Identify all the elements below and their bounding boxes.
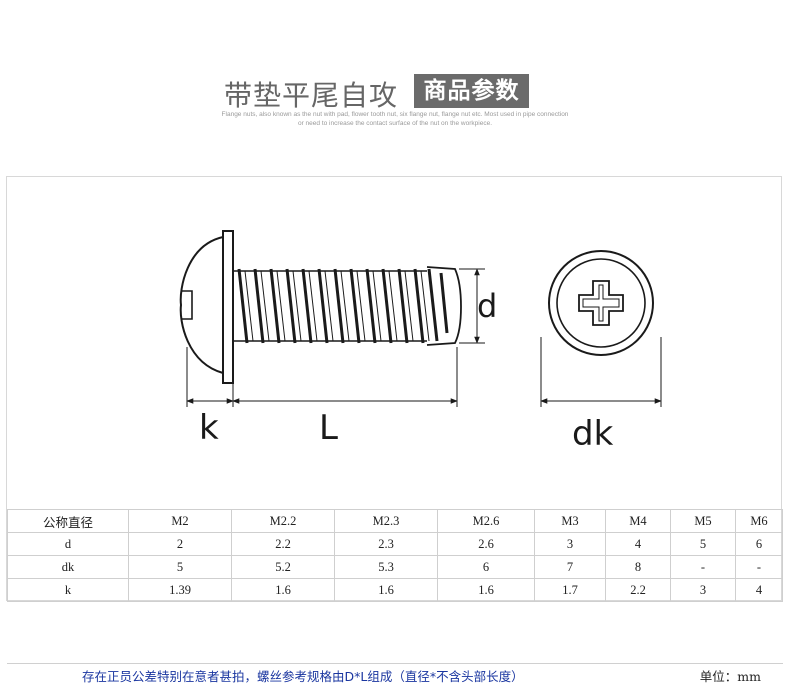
table-cell: 8 [605,555,671,579]
table-cell: 4 [605,532,671,556]
spec-panel: d k L dk 存在正员公差特别在意者甚拍，螺丝参考规格由D*L组成（直径*不… [6,176,783,684]
screw-drawing: d k L dk [179,230,662,454]
subtitle-line-1: Flange nuts, also known as the nut with … [221,111,569,118]
subtitle: Flange nuts, also known as the nut with … [190,110,600,128]
table-row: dk 5 5.2 5.3 6 7 8 - - [7,555,783,579]
table-header-cell: M3 [534,509,606,533]
screw-tip [426,266,462,346]
table-cell: 7 [534,555,606,579]
table-header-cell: M4 [605,509,671,533]
table-cell: 5.2 [231,555,335,579]
subtitle-line-2: or need to increase the contact surface … [297,120,493,127]
spec-table: 公称直径 M2 M2.2 M2.3 M2.6 M3 M4 M5 M6 d 2 2… [7,509,783,602]
table-header-cell: M2 [128,509,232,533]
notice-row: 存在正员公差特别在意者甚拍，螺丝参考规格由D*L组成（直径*不含头部长度） 单位… [7,663,783,686]
table-row: d 2 2.2 2.3 2.6 3 4 5 6 [7,532,783,556]
label-L: L [319,408,338,448]
head-outer-circle [548,250,654,356]
phillips-cross [578,280,624,326]
label-dk: dk [572,414,614,454]
table-cell: 5.3 [334,555,438,579]
notice-text: 存在正员公差特别在意者甚拍，螺丝参考规格由D*L组成（直径*不含头部长度） [82,669,524,684]
unit-label: 单位：mm [699,669,761,684]
table-cell: 2.2 [605,578,671,602]
table-row: k 1.39 1.6 1.6 1.6 1.7 2.2 3 4 [7,578,783,602]
header: 带垫平尾自攻 商品参数 Flange nuts, also known as t… [0,0,790,140]
table-cell: 2 [128,532,232,556]
head-slot [181,290,193,320]
table-cell: k [7,578,129,602]
thread-lines [237,268,449,344]
table-cell: 5 [670,532,736,556]
table-cell: 1.7 [534,578,606,602]
table-header-cell: M6 [735,509,783,533]
table-cell: 2.2 [231,532,335,556]
table-header-cell: M2.6 [437,509,535,533]
table-cell: - [735,555,783,579]
table-cell: dk [7,555,129,579]
table-cell: 6 [735,532,783,556]
table-cell: d [7,532,129,556]
head-inner-circle [556,258,646,348]
table-header-cell: M2.3 [334,509,438,533]
label-k: k [199,408,219,448]
title-badge: 商品参数 [414,74,529,108]
table-cell: 1.39 [128,578,232,602]
table-header-cell: M5 [670,509,736,533]
table-cell: 3 [534,532,606,556]
table-cell: 4 [735,578,783,602]
screw-head-dome [179,236,224,374]
table-cell: - [670,555,736,579]
table-cell: 6 [437,555,535,579]
table-cell: 3 [670,578,736,602]
flange [222,230,234,384]
table-header-cell: 公称直径 [7,509,129,533]
table-cell: 2.3 [334,532,438,556]
table-header-row: 公称直径 M2 M2.2 M2.3 M2.6 M3 M4 M5 M6 [7,509,783,533]
page-title: 带垫平尾自攻 [224,79,399,112]
label-d: d [477,287,497,325]
table-header-cell: M2.2 [231,509,335,533]
table-cell: 5 [128,555,232,579]
table-cell: 1.6 [437,578,535,602]
table-cell: 2.6 [437,532,535,556]
table-cell: 1.6 [334,578,438,602]
table-cell: 1.6 [231,578,335,602]
